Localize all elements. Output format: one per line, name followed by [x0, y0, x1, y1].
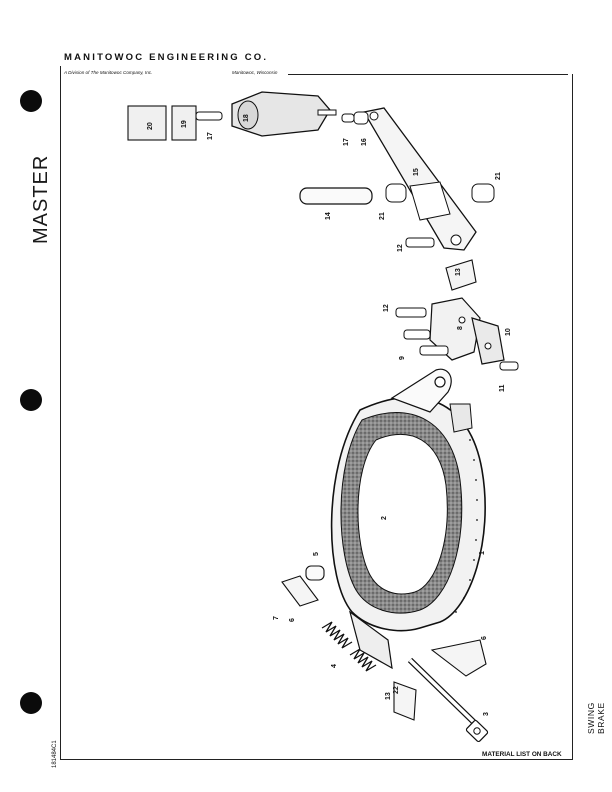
pin-17-right	[341, 113, 355, 123]
callout-20: 20	[147, 122, 154, 130]
header-rule	[288, 74, 568, 75]
tube-14	[299, 187, 373, 205]
brake-cylinder	[195, 91, 337, 137]
callout-12-upper: 12	[397, 244, 404, 252]
plate-20	[127, 105, 167, 141]
callout-17-left: 17	[207, 132, 214, 140]
material-list-note: MATERIAL LIST ON BACK	[482, 751, 562, 758]
callout-16: 16	[361, 138, 368, 146]
callout-12-lower: 12	[383, 304, 390, 312]
frame-bottom-rule	[60, 759, 573, 760]
frame-left-rule	[60, 66, 61, 759]
location-line: Manitowoc, Wisconsin	[232, 70, 278, 75]
callout-9: 9	[399, 356, 406, 360]
pin-16	[353, 111, 369, 125]
pin-12-upper	[405, 237, 435, 248]
callout-22: 22	[393, 686, 400, 694]
callout-7: 7	[273, 616, 280, 620]
callout-4: 4	[331, 664, 338, 668]
callout-10: 10	[505, 328, 512, 336]
callout-13-upper: 13	[455, 268, 462, 276]
callout-17-right: 17	[343, 138, 350, 146]
bushing-21-right	[471, 183, 495, 203]
callout-3: 3	[483, 712, 490, 716]
link-13	[445, 259, 477, 291]
punch-hole-middle	[20, 389, 42, 411]
callout-1: 1	[479, 551, 486, 555]
callout-2: 2	[381, 516, 388, 520]
division-line: A Division of The Manitowoc Company, Inc…	[64, 70, 153, 75]
bushing-21-left	[385, 183, 407, 203]
callout-6-left: 6	[289, 618, 296, 622]
callout-14: 14	[325, 212, 332, 220]
callout-5: 5	[313, 552, 320, 556]
springs	[321, 621, 377, 672]
company-name: MANITOWOC ENGINEERING CO.	[64, 52, 269, 63]
pin-5	[305, 565, 325, 581]
callout-13-lower: 13	[385, 692, 392, 700]
callout-8: 8	[457, 326, 464, 330]
punch-hole-top	[20, 90, 42, 112]
callout-18: 18	[243, 114, 250, 122]
bracket-22	[393, 681, 417, 721]
plate-19	[171, 105, 197, 141]
callout-11: 11	[499, 384, 506, 392]
callout-15: 15	[413, 168, 420, 176]
callout-6-right: 6	[481, 636, 488, 640]
callout-21-left: 21	[379, 212, 386, 220]
callout-19: 19	[181, 120, 188, 128]
callout-21-right: 21	[495, 172, 502, 180]
lever-arm	[362, 107, 477, 251]
lever-plates	[395, 297, 519, 371]
bracket-6-right	[430, 639, 487, 677]
bracket-6-left	[281, 575, 319, 607]
punch-hole-bottom	[20, 692, 42, 714]
adjusting-rod	[407, 657, 489, 743]
brake-band	[330, 368, 486, 670]
frame-right-rule	[572, 74, 573, 759]
